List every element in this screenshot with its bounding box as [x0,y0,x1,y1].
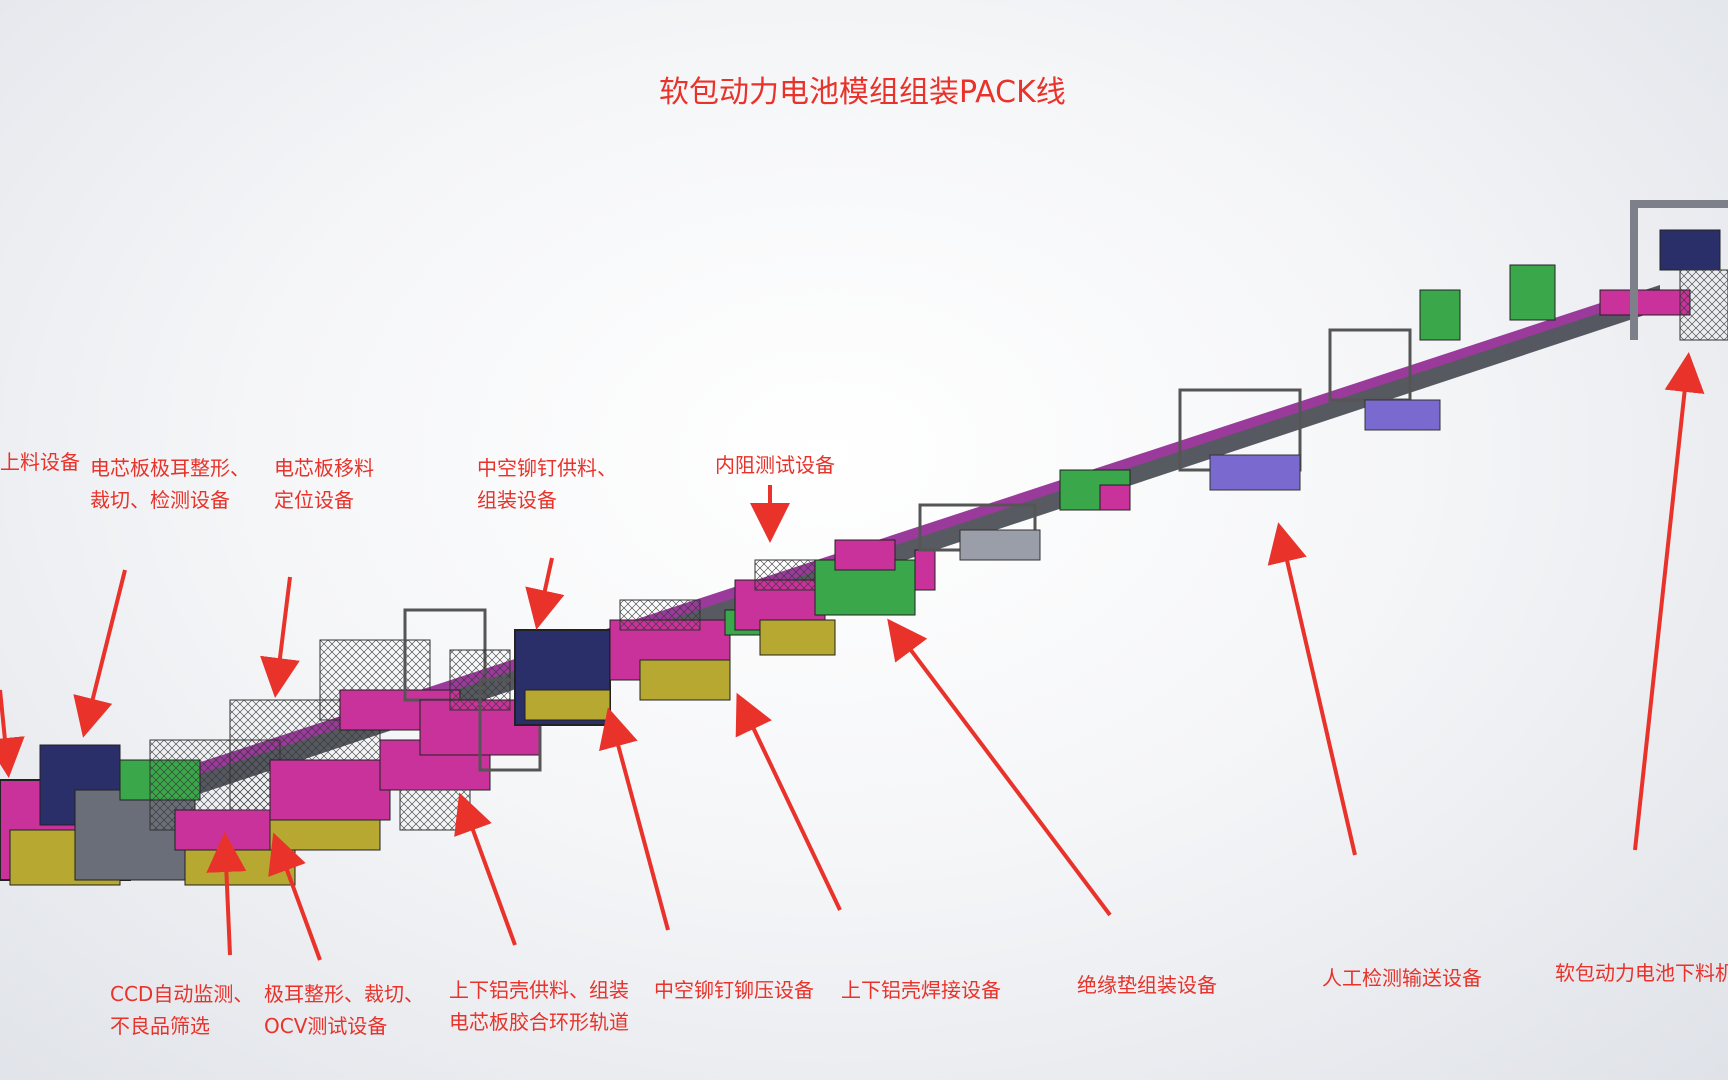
label-text: 电芯板移料 [274,456,374,480]
label-resistance-test: 内阻测试设备 [715,449,835,481]
label-text: OCV测试设备 [264,1014,388,1038]
label-text: 中空铆钉供料、 [477,456,617,480]
label-ocv-test: 极耳整形、裁切、 OCV测试设备 [264,978,424,1042]
label-text: 极耳整形、裁切、 [264,982,424,1006]
label-text: 绝缘垫组装设备 [1077,973,1217,997]
machine-cluster-right [1059,200,1728,511]
label-feeding-equipment: 上料设备 [0,446,80,478]
label-text: 电芯板极耳整形、 [90,456,250,480]
label-aluminum-shell-feeding: 上下铝壳供料、组装 电芯板胶合环形轨道 [449,974,629,1038]
pointer-arrows [0,352,1705,961]
label-rivet-feeding: 中空铆钉供料、 组装设备 [477,452,617,516]
machine-cluster-middle [514,503,1041,726]
label-text: 裁切、检测设备 [90,488,230,512]
label-text: 中空铆钉铆压设备 [654,978,814,1002]
label-text: 组装设备 [477,488,557,512]
label-text: 定位设备 [274,488,354,512]
label-text: 内阻测试设备 [715,453,835,477]
label-text: 软包动力电池下料机 [1555,961,1728,985]
label-text: 上下铝壳供料、组装 [449,978,629,1002]
label-text: 上料设备 [0,450,80,474]
label-text: 不良品筛选 [110,1014,210,1038]
label-tab-shaping-cutting: 电芯板极耳整形、 裁切、检测设备 [90,452,250,516]
label-text: 电芯板胶合环形轨道 [449,1010,629,1034]
label-unloading-machine: 软包动力电池下料机 [1555,957,1728,989]
label-manual-inspection: 人工检测输送设备 [1322,962,1482,994]
label-insulation-pad: 绝缘垫组装设备 [1077,969,1217,1001]
label-cell-transfer: 电芯板移料 定位设备 [274,452,374,516]
label-ccd-inspection: CCD自动监测、 不良品筛选 [110,978,253,1042]
label-text: CCD自动监测、 [110,982,254,1006]
machine-cluster-left [0,608,542,886]
label-text: 人工检测输送设备 [1322,966,1482,990]
label-rivet-pressing: 中空铆钉铆压设备 [654,974,814,1006]
label-text: 上下铝壳焊接设备 [841,978,1001,1002]
diagram-title: 软包动力电池模组组装PACK线 [659,75,1066,110]
label-shell-welding: 上下铝壳焊接设备 [841,974,1001,1006]
